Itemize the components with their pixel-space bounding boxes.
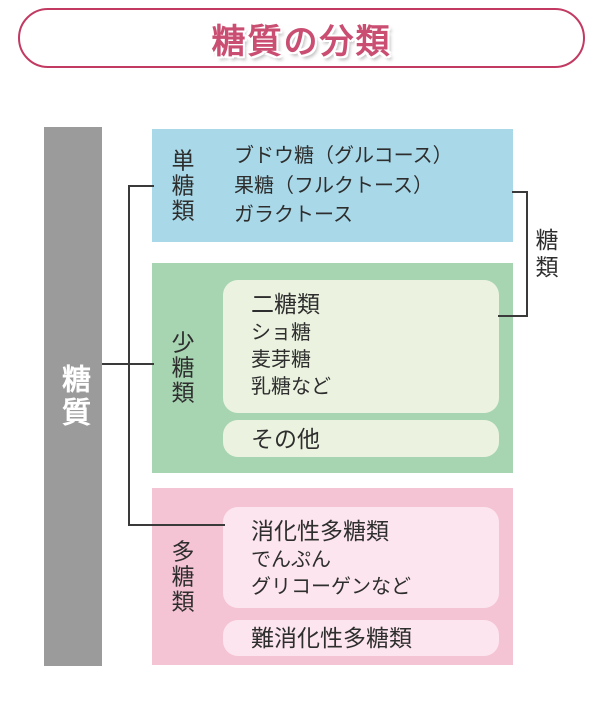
sub-box-heading: 二糖類: [251, 291, 320, 317]
group-box-oligosaccharides: 少糖類 二糖類 ショ糖 麦芽糖 乳糖など その他: [152, 263, 513, 473]
group-label-oligosaccharides: 少糖類: [168, 330, 194, 406]
sub-box-heading: その他: [251, 425, 320, 452]
connector-branch-polysaccharides: [128, 524, 225, 526]
group-box-monosaccharides: 単糖類 ブドウ糖（グルコース） 果糖（フルクトース） ガラクトース: [152, 129, 513, 242]
list-item: ブドウ糖（グルコース）: [234, 145, 453, 167]
bracket-vertical-line: [526, 191, 528, 317]
sub-box-indigestible-polysaccharides: 難消化性多糖類: [223, 620, 499, 656]
group-label-polysaccharides: 多糖類: [168, 539, 194, 614]
root-node-bar: 糖質: [44, 127, 102, 666]
sub-box-heading: 難消化性多糖類: [251, 625, 412, 651]
page-title: 糖質の分類: [211, 22, 392, 61]
sub-box-other: その他: [223, 420, 499, 457]
list-item: 果糖（フルクトース）: [234, 174, 433, 197]
root-label: 糖質: [57, 363, 90, 430]
list-item: 麦芽糖: [251, 349, 311, 371]
connector-branch-monosaccharides: [128, 185, 154, 187]
monosaccharide-item-list: ブドウ糖（グルコース） 果糖（フルクトース） ガラクトース: [234, 142, 453, 231]
list-item: でんぷん: [251, 549, 331, 571]
bracket-label: 糖類: [532, 228, 558, 282]
list-item: ショ糖: [251, 322, 311, 344]
list-item: 乳糖など: [251, 376, 331, 398]
group-box-polysaccharides: 多糖類 消化性多糖類 でんぷん グリコーゲンなど 難消化性多糖類: [152, 488, 513, 665]
sub-box-digestible-polysaccharides: 消化性多糖類 でんぷん グリコーゲンなど: [223, 507, 499, 608]
connector-branch-oligosaccharides: [102, 363, 154, 365]
bracket-top-line: [512, 191, 528, 193]
title-banner: 糖質の分類: [18, 8, 585, 68]
bracket-bottom-line: [498, 315, 528, 317]
group-label-monosaccharides: 単糖類: [168, 148, 194, 223]
list-item: ガラクトース: [234, 204, 353, 226]
sub-box-heading: 消化性多糖類: [251, 518, 389, 544]
sub-box-disaccharides: 二糖類 ショ糖 麦芽糖 乳糖など: [223, 280, 499, 413]
connector-trunk-line: [128, 185, 130, 526]
list-item: グリコーゲンなど: [251, 576, 411, 598]
